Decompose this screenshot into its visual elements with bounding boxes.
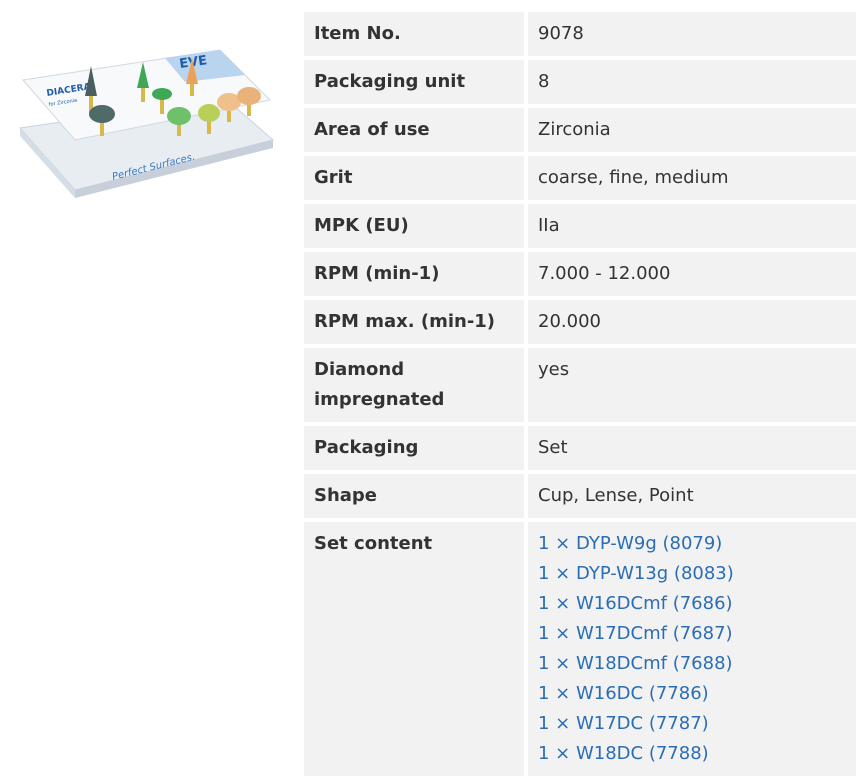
spec-label: Set content	[304, 522, 524, 776]
spec-row-item-no: Item No. 9078	[304, 12, 856, 56]
polisher-peach-wheel	[217, 93, 241, 122]
specification-table: Item No. 9078 Packaging unit 8 Area of u…	[304, 8, 856, 780]
spec-row-area-of-use: Area of use Zirconia	[304, 108, 856, 152]
spec-value: yes	[524, 348, 856, 422]
polisher-lime-cup	[198, 104, 220, 134]
spec-label: RPM max. (min-1)	[304, 300, 524, 344]
spec-row-packaging-unit: Packaging unit 8	[304, 60, 856, 104]
spec-row-set-content: Set content 1 × DYP-W9g (8079) 1 × DYP-W…	[304, 522, 856, 776]
polisher-green-point	[137, 62, 149, 102]
spec-row-diamond-impregnated: Diamond impregnated yes	[304, 348, 856, 422]
spec-label: Shape	[304, 474, 524, 518]
spec-value: IIa	[524, 204, 856, 248]
spec-row-rpm-max: RPM max. (min-1) 20.000	[304, 300, 856, 344]
spec-value: 20.000	[524, 300, 856, 344]
spec-label: Packaging unit	[304, 60, 524, 104]
set-content-link[interactable]: 1 × DYP-W9g (8079)	[538, 533, 723, 554]
spec-row-grit: Grit coarse, fine, medium	[304, 156, 856, 200]
set-content-list: 1 × DYP-W9g (8079) 1 × DYP-W13g (8083) 1…	[524, 522, 856, 776]
spec-label: Area of use	[304, 108, 524, 152]
spec-label: MPK (EU)	[304, 204, 524, 248]
polisher-green-lense	[152, 88, 172, 114]
brand-logo: EVE	[178, 53, 208, 72]
set-content-link[interactable]: 1 × W17DC (7787)	[538, 713, 709, 734]
spec-label: Grit	[304, 156, 524, 200]
polisher-peach-wheel-2	[237, 87, 261, 116]
spec-value: Cup, Lense, Point	[524, 474, 856, 518]
set-content-link[interactable]: 1 × W16DC (7786)	[538, 683, 709, 704]
spec-label: Packaging	[304, 426, 524, 470]
spec-row-rpm: RPM (min-1) 7.000 - 12.000	[304, 252, 856, 296]
spec-value: coarse, fine, medium	[524, 156, 856, 200]
polisher-dark-point	[85, 66, 97, 113]
spec-row-mpk: MPK (EU) IIa	[304, 204, 856, 248]
set-content-link[interactable]: 1 × W17DCmf (7687)	[538, 623, 733, 644]
set-content-link[interactable]: 1 × W18DC (7788)	[538, 743, 709, 764]
spec-value: 9078	[524, 12, 856, 56]
set-content-link[interactable]: 1 × W16DCmf (7686)	[538, 593, 733, 614]
spec-label: Item No.	[304, 12, 524, 56]
polisher-green-cup	[167, 107, 191, 136]
polisher-orange-point	[186, 58, 198, 96]
set-content-link[interactable]: 1 × W18DCmf (7688)	[538, 653, 733, 674]
spec-value: 8	[524, 60, 856, 104]
product-image: EVE DIACERA for Zirconia Perfect Surface…	[19, 49, 275, 198]
set-content-link[interactable]: 1 × DYP-W13g (8083)	[538, 563, 734, 584]
product-subtitle: for Zirconia	[48, 98, 77, 108]
polisher-dark-wheel	[89, 105, 115, 136]
spec-label: Diamond impregnated	[304, 348, 524, 422]
spec-row-packaging: Packaging Set	[304, 426, 856, 470]
spec-value: Set	[524, 426, 856, 470]
spec-value: 7.000 - 12.000	[524, 252, 856, 296]
spec-label: RPM (min-1)	[304, 252, 524, 296]
spec-row-shape: Shape Cup, Lense, Point	[304, 474, 856, 518]
spec-value: Zirconia	[524, 108, 856, 152]
